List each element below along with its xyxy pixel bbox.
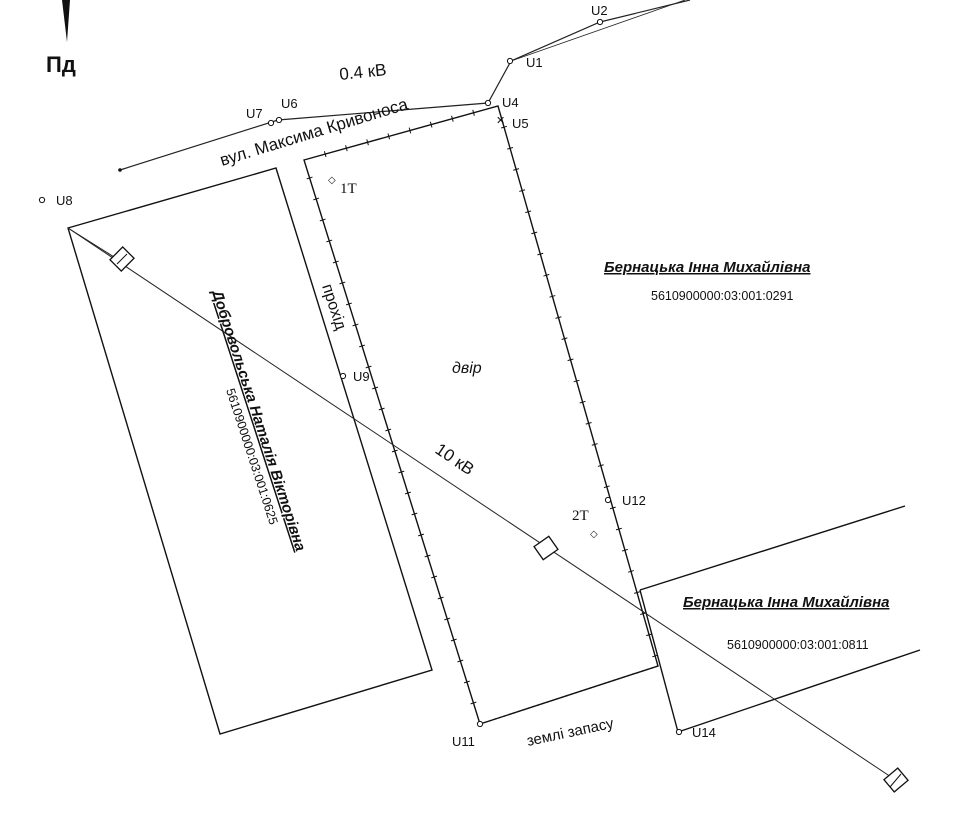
neighbor-owner-0625: Добровольська Наталія Вікторівна [208, 286, 309, 553]
neighbor-owner-0291: Бернацька Інна Михайлівна [604, 259, 810, 276]
pylon-icon [533, 535, 559, 561]
parcel-boundaries [639, 505, 921, 733]
marker-1t-icon: ◇ [328, 175, 336, 186]
point-label-u5: U5 [512, 116, 529, 131]
point-label-u1: U1 [526, 55, 543, 70]
neighbor-cadastral-0291: 5610900000:03:001:0291 [651, 289, 794, 303]
marker-label-2t: 2T [572, 508, 589, 524]
power-line-10kv [67, 227, 901, 784]
marker-label-1t: 1T [340, 181, 357, 197]
point-label-u9: U9 [353, 369, 370, 384]
point-label-u7: U7 [246, 106, 263, 121]
north-label: Пд [46, 52, 76, 77]
svg-text:✕: ✕ [496, 115, 505, 127]
point-label-u4: U4 [502, 95, 519, 110]
marker-2t-icon: ◇ [590, 529, 598, 540]
point-label-u11: U11 [452, 734, 475, 749]
survey-points [38, 18, 683, 736]
label-04kv: 0.4 кВ [338, 60, 387, 84]
north-arrow: Пд [46, 0, 76, 77]
pylon-icon [883, 767, 909, 793]
point-label-u8: U8 [56, 193, 73, 208]
main-parcel [303, 105, 659, 725]
yard-label: двір [452, 360, 482, 377]
neighbor-owner-0811: Бернацька Інна Михайлівна [683, 594, 889, 611]
point-label-u6: U6 [281, 96, 298, 111]
reserve-land-label: землі запасу [525, 715, 615, 750]
point-label-u12: U12 [622, 493, 646, 508]
power-line-04kv [119, 0, 691, 171]
parcel-dobrovolska [67, 167, 433, 735]
point-label-u2: U2 [591, 3, 608, 18]
label-10kv: 10 кВ [432, 440, 478, 479]
pylon-icon [109, 246, 135, 272]
point-label-u14: U14 [692, 725, 716, 740]
north-arrow-icon [62, 0, 70, 42]
reserve-boundary [479, 665, 659, 725]
neighbor-cadastral-0811: 5610900000:03:001:0811 [727, 638, 869, 652]
